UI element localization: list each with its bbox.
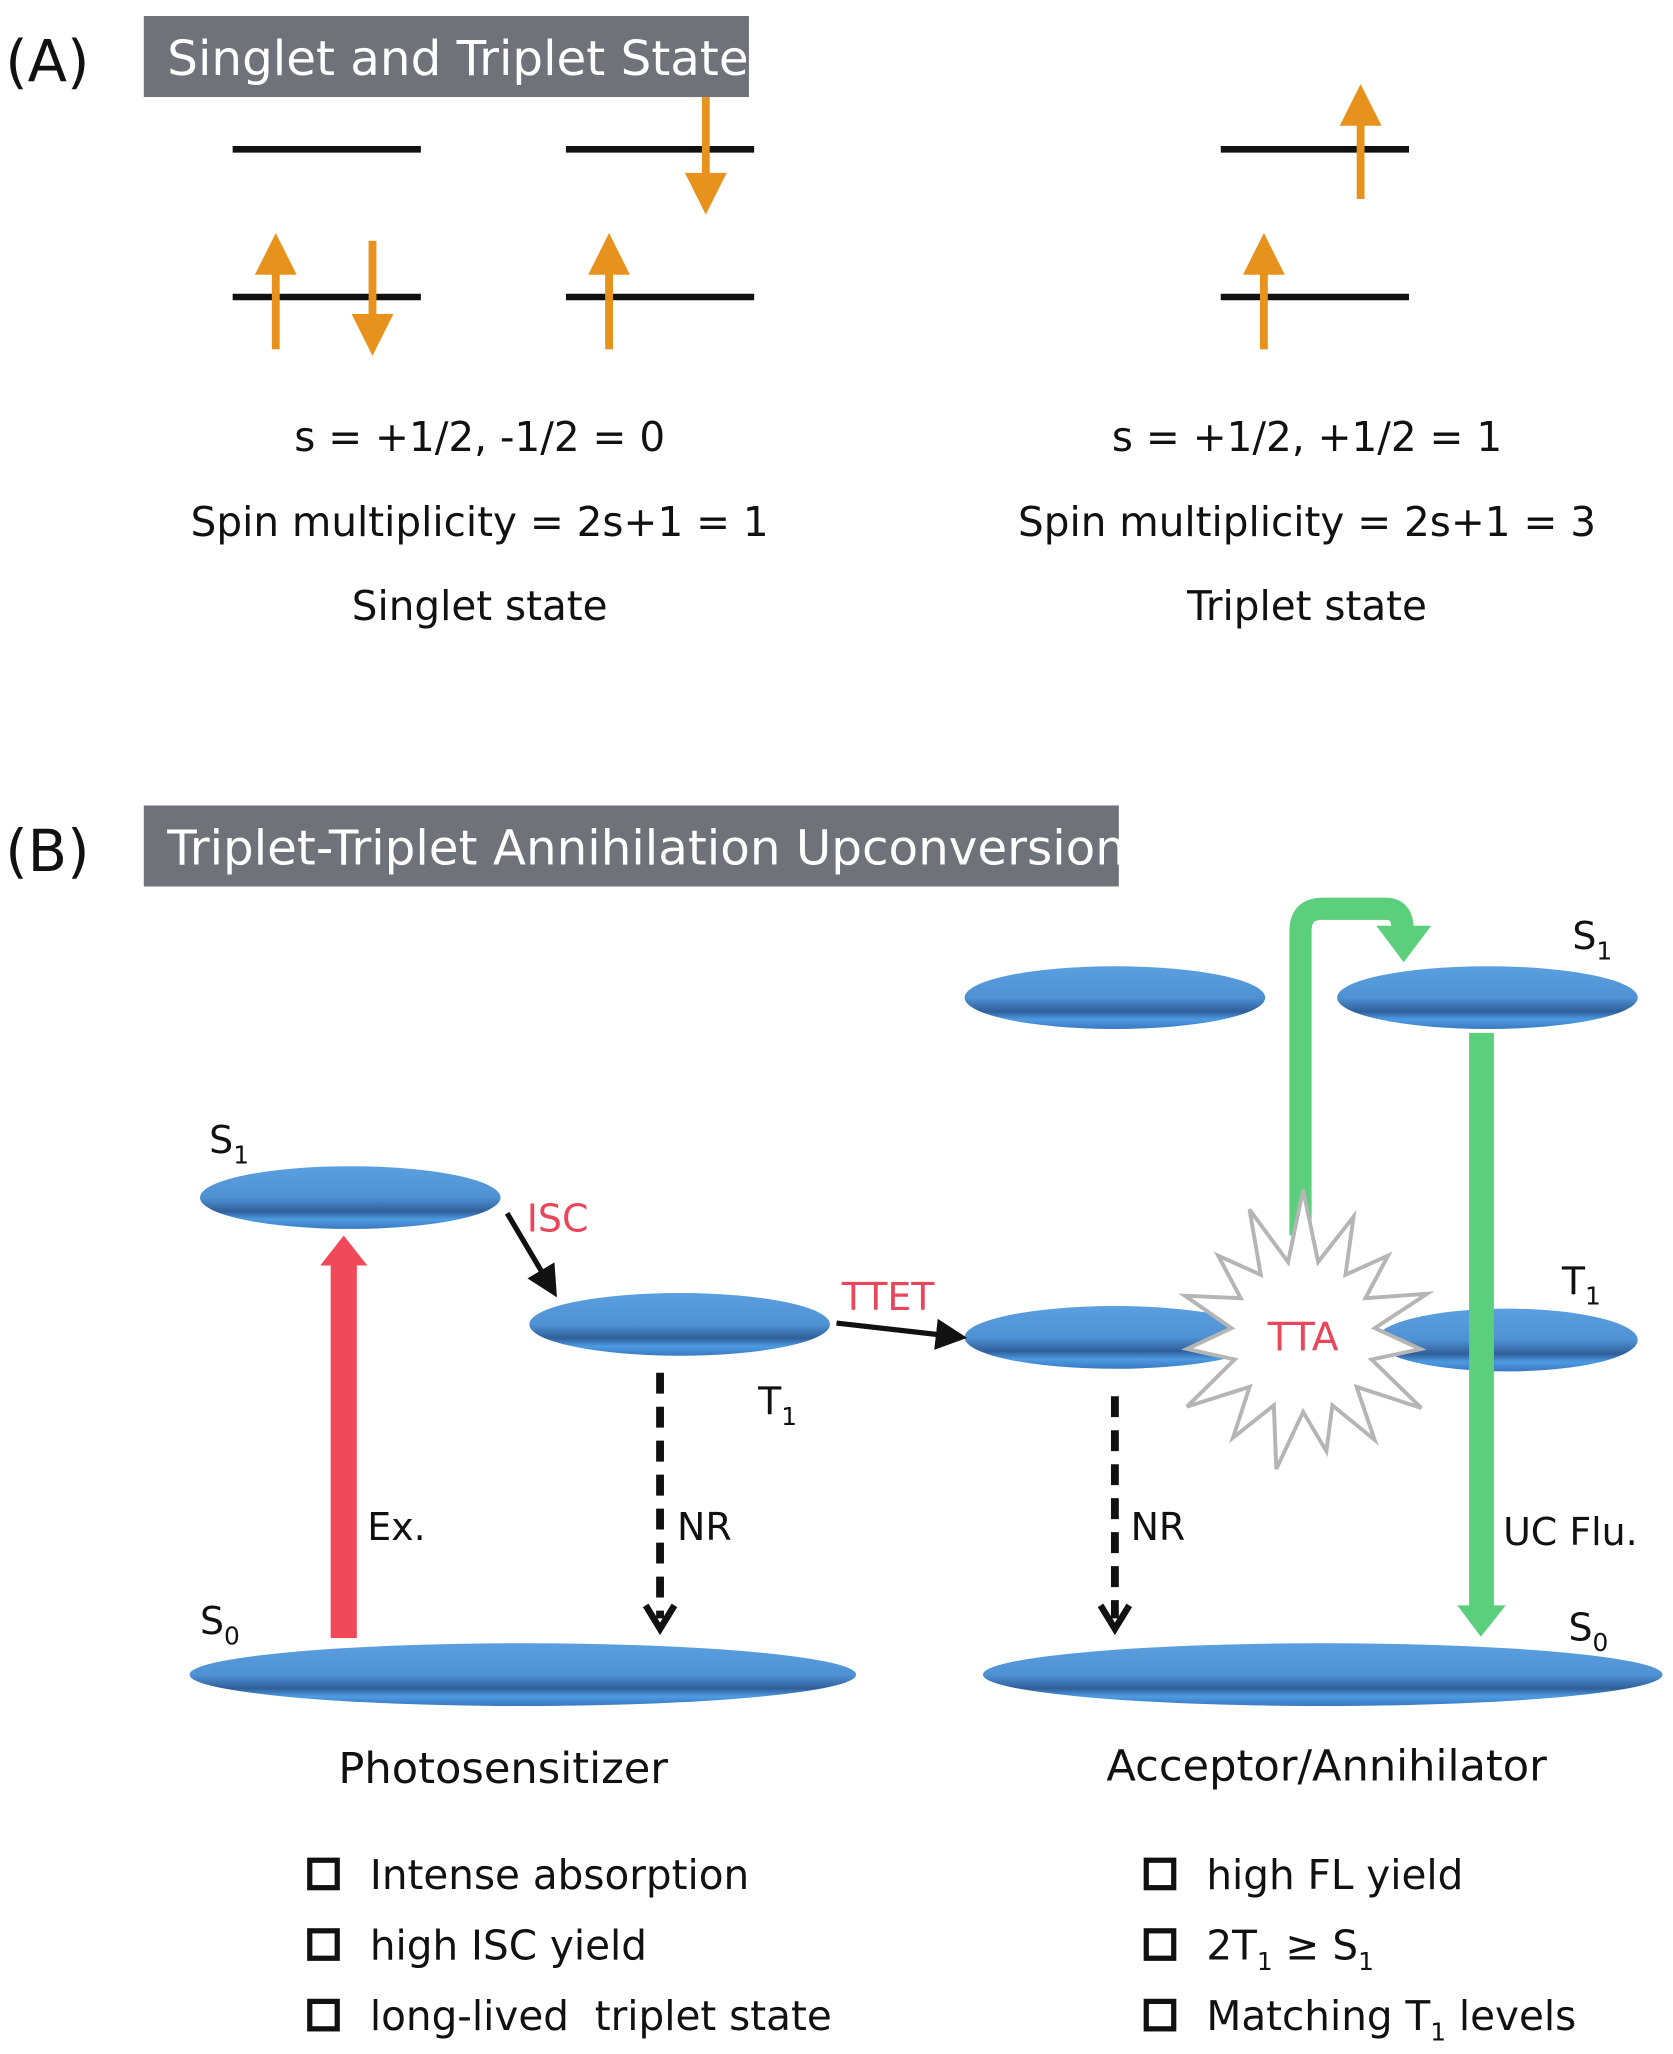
tta-label: TTA (1267, 1315, 1339, 1360)
panel-b-title-box (143, 805, 1119, 887)
acc-s1-level-left (964, 966, 1266, 1029)
acc-s0-level (982, 1643, 1663, 1707)
uc-arrow-head (1457, 1605, 1506, 1637)
acc-nr-label: NR (1131, 1505, 1186, 1549)
tta-green-arrow (1289, 897, 1414, 1236)
ttet-arrow (836, 1318, 968, 1350)
acc-s1-level-right (1337, 966, 1638, 1029)
acc-s1-label: S1 (1572, 914, 1612, 965)
singlet-state-label: Singlet state (352, 582, 608, 630)
triplet-state-label: Triplet state (1186, 582, 1427, 630)
singlet-multiplicity-text: Spin multiplicity = 2s+1 = 1 (191, 498, 769, 546)
isc-arrow (504, 1211, 557, 1298)
tta-arrow-head (1376, 925, 1432, 963)
tta-star-burst (1178, 1189, 1435, 1470)
acc-s0-label: S0 (1568, 1606, 1608, 1657)
ps-s1-label: S1 (209, 1118, 249, 1169)
acc-nr-arrow-head (1097, 1603, 1133, 1636)
excitation-arrow (330, 1262, 357, 1639)
energy-discs (189, 966, 1663, 1707)
acc-t1-level-right (1376, 1308, 1638, 1372)
singlet-spin-text: s = +1/2, -1/2 = 0 (294, 413, 665, 461)
ps-requirement: Intense absorption (370, 1851, 749, 1899)
ps-nr-label: NR (677, 1505, 732, 1549)
spin-down-arrow (351, 240, 394, 356)
panel-b-letter: (B) (5, 818, 89, 885)
spin-up-arrow (588, 232, 630, 350)
triplet-multiplicity-text: Spin multiplicity = 2s+1 = 3 (1018, 498, 1596, 546)
ps-requirement: high ISC yield (370, 1922, 647, 1970)
acc-requirement: high FL yield (1206, 1851, 1463, 1899)
ps-nr-arrow-head (642, 1603, 678, 1636)
spin-down-arrow (684, 97, 727, 215)
ps-t1-level (529, 1292, 830, 1356)
acc-t1-level-left (964, 1306, 1266, 1369)
ps-t1-label: T1 (757, 1380, 797, 1431)
panel-a-title-box (143, 16, 749, 98)
energy-levels (232, 146, 1409, 301)
acceptor-label: Acceptor/Annihilator (1106, 1742, 1547, 1792)
spin-arrows (254, 83, 1382, 356)
panel-a-letter: (A) (5, 28, 89, 95)
spin-up-arrow (1339, 83, 1382, 199)
acc-t1-label: T1 (1561, 1259, 1601, 1310)
ex-label: Ex. (367, 1505, 425, 1549)
ps-requirement: long-lived triplet state (370, 1992, 832, 2040)
isc-label: ISC (527, 1197, 589, 1241)
acc-requirement: 2T1 ≥ S1 (1206, 1922, 1373, 1976)
checkbox-icons (307, 1857, 1177, 2032)
panel-b-title: Triplet-Triplet Annihilation Upconversio… (166, 820, 1126, 876)
spin-up-arrow (1242, 232, 1285, 350)
photosensitizer-label: Photosensitizer (338, 1744, 668, 1794)
triplet-spin-text: s = +1/2, +1/2 = 1 (1112, 413, 1502, 461)
panel-a-title: Singlet and Triplet State (167, 31, 748, 87)
uc-fluorescence-arrow (1469, 1032, 1494, 1608)
acc-requirement: Matching T1 levels (1206, 1992, 1576, 2046)
uc-flu-label: UC Flu. (1503, 1510, 1638, 1554)
ps-s0-label: S0 (200, 1599, 240, 1650)
ttet-label: TTET (841, 1275, 936, 1319)
excitation-arrow-head (320, 1235, 368, 1266)
ps-s0-level (189, 1643, 857, 1707)
ps-s1-level (199, 1166, 501, 1229)
spin-up-arrow (254, 232, 297, 350)
